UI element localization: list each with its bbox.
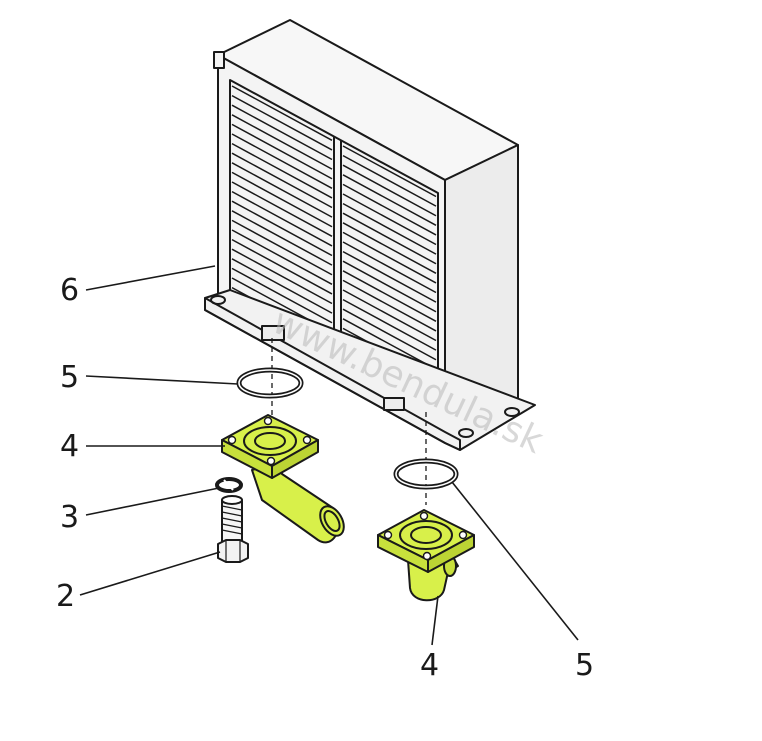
radiator-fin [342, 279, 437, 332]
radiator-fin [231, 229, 333, 285]
radiator-fin [231, 85, 333, 141]
flange-bolt-hole [504, 407, 520, 417]
radiator-fin [342, 202, 437, 255]
callout-4-right: 4 [420, 648, 439, 683]
radiator-fin [231, 190, 333, 247]
radiator-fin [342, 183, 437, 236]
leader-5-left [85, 375, 239, 385]
radiator-fin [342, 241, 437, 294]
bolt-hole [302, 435, 312, 445]
bolt-hole [263, 416, 273, 426]
radiator-fin [231, 114, 333, 170]
radiator-fins-right [342, 145, 437, 399]
flange-elbow-right [377, 509, 475, 602]
o-ring-right [393, 458, 459, 490]
callout-5-right: 5 [575, 648, 594, 683]
leader-5-right [451, 481, 579, 641]
radiator-fin [231, 248, 333, 305]
radiator-fitting [213, 51, 225, 69]
radiator-fin [231, 123, 333, 180]
o-ring-left [236, 367, 304, 399]
radiator-fin [342, 222, 437, 274]
radiator-fin [231, 267, 333, 324]
radiator-fin [231, 171, 333, 228]
callout-6: 6 [60, 273, 79, 308]
radiator-fin [231, 152, 333, 209]
radiator-fin [231, 200, 333, 257]
radiator-fin [231, 133, 333, 189]
callout-4-left: 4 [60, 429, 79, 464]
radiator-fin [342, 193, 437, 246]
leader-3 [85, 487, 220, 516]
radiator-fin [342, 231, 437, 284]
radiator-fin [231, 258, 333, 314]
bolt-hole [227, 435, 237, 445]
flange-elbow-left [221, 414, 345, 544]
spring-washer [215, 477, 243, 493]
radiator-fin [342, 212, 437, 265]
leader-4-right [431, 595, 439, 646]
bolt-hole [266, 456, 276, 466]
radiator-fin [342, 164, 437, 217]
callout-2: 2 [56, 579, 75, 614]
radiator-fin [342, 260, 437, 313]
radiator-fin [231, 219, 333, 276]
callout-5-left: 5 [60, 360, 79, 395]
radiator-fin [342, 145, 437, 198]
leader-6 [85, 265, 216, 291]
radiator-fin [231, 142, 333, 199]
bolt-hole [383, 530, 393, 540]
flange-bolt-hole [458, 428, 474, 438]
radiator-fins-left [231, 85, 333, 343]
radiator-fin [231, 104, 333, 161]
radiator-fin [342, 308, 437, 361]
radiator-fin [342, 250, 437, 303]
flange-bolt-hole [210, 295, 226, 305]
radiator-fin [342, 174, 437, 226]
radiator-fin [231, 162, 333, 218]
bolt-head [217, 539, 249, 563]
callout-3: 3 [60, 500, 79, 535]
radiator-outlet-stub [383, 397, 405, 411]
bolt-hole [422, 551, 432, 561]
radiator-fin [231, 181, 333, 237]
radiator-fin [342, 154, 437, 207]
radiator-fin [342, 298, 437, 351]
radiator-assembly [204, 19, 536, 451]
radiator-fin [231, 210, 333, 266]
radiator-fin [231, 94, 333, 151]
bolt-hole [419, 511, 429, 521]
radiator-fin [342, 289, 437, 342]
radiator-outlet-stub [261, 325, 285, 341]
hex-bolt [217, 495, 249, 563]
radiator-fin [231, 238, 333, 295]
leader-2 [79, 551, 221, 596]
bolt-hole [458, 530, 468, 540]
radiator-fin [342, 270, 437, 322]
